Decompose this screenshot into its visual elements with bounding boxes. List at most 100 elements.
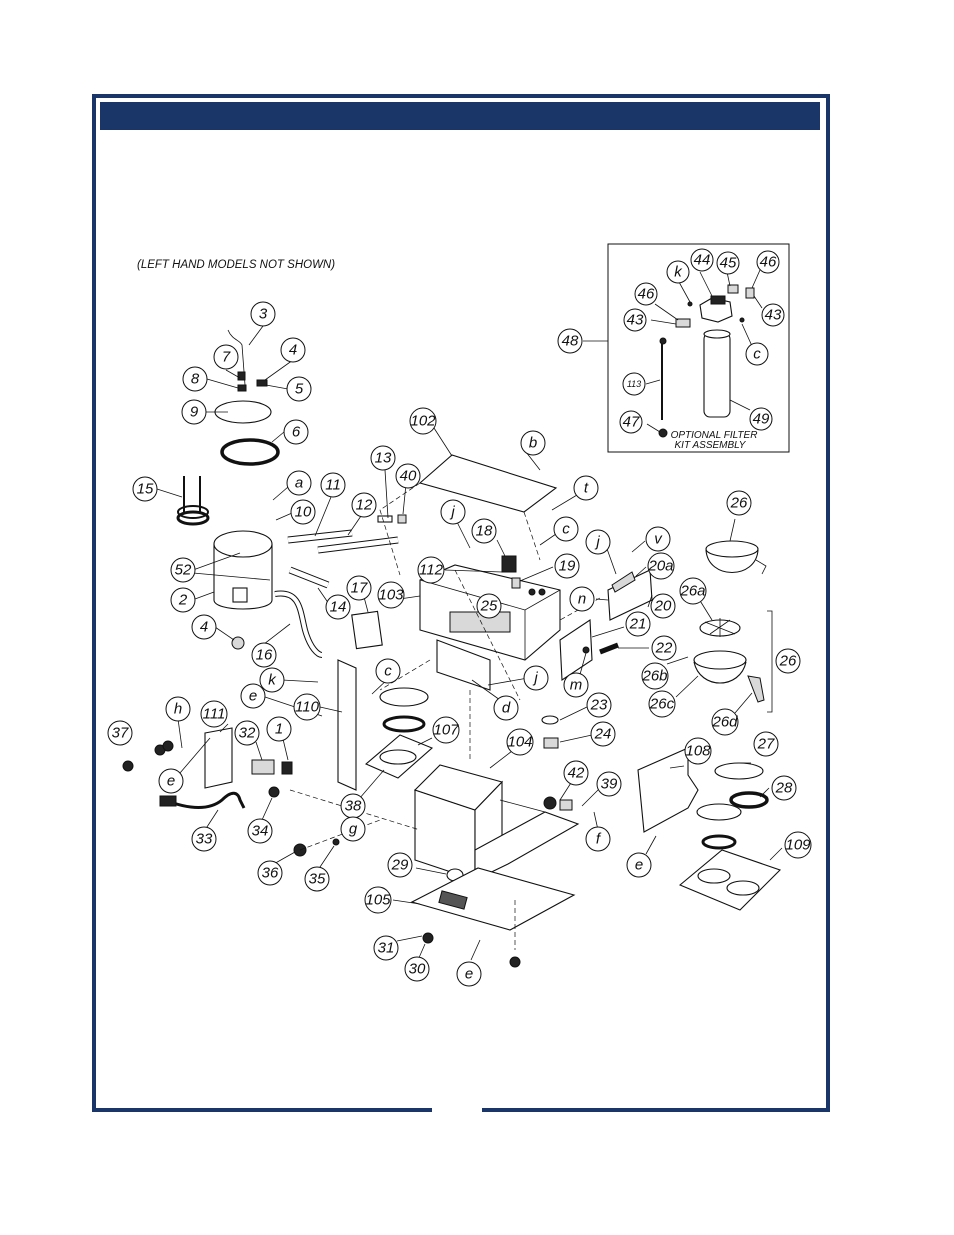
callout-29: 29	[387, 852, 413, 878]
callout-103: 103	[377, 581, 405, 609]
svg-text:4: 4	[289, 342, 297, 359]
svg-text:103: 103	[378, 587, 404, 604]
callout-49: 49	[749, 407, 773, 431]
hot-water-tank	[213, 544, 273, 610]
callout-7: 7	[213, 344, 239, 370]
svg-text:43: 43	[627, 312, 644, 329]
svg-text:111: 111	[203, 706, 226, 723]
svg-text:47: 47	[623, 414, 640, 431]
callout-23: 23	[586, 692, 612, 718]
svg-text:m: m	[570, 677, 583, 694]
svg-text:e: e	[167, 773, 175, 790]
callout-17: 17	[346, 575, 372, 601]
svg-text:112: 112	[419, 562, 444, 579]
callout-t: t	[573, 475, 599, 501]
brew-funnel	[705, 540, 759, 558]
svg-text:2: 2	[178, 592, 188, 609]
svg-text:19: 19	[559, 558, 576, 575]
callout-33: 33	[191, 826, 217, 852]
svg-text:17: 17	[351, 580, 368, 597]
callout-v: v	[645, 526, 671, 552]
callout-9: 9	[181, 399, 207, 425]
svg-text:26c: 26c	[649, 696, 675, 713]
svg-text:40: 40	[400, 468, 417, 485]
callout-e3: e	[456, 961, 482, 987]
callout-42: 42	[563, 760, 589, 786]
svg-text:23: 23	[590, 697, 608, 714]
svg-text:9: 9	[190, 404, 199, 421]
callout-108: 108	[684, 737, 712, 765]
callout-c3: c	[745, 342, 769, 366]
header-bar	[100, 102, 820, 130]
callout-20: 20	[650, 593, 676, 619]
svg-text:108: 108	[685, 743, 711, 760]
svg-text:20a: 20a	[647, 558, 673, 575]
callout-5: 5	[286, 376, 312, 402]
callout-47: 47	[619, 410, 643, 434]
svg-text:48: 48	[562, 333, 579, 350]
callout-16: 16	[251, 642, 277, 668]
callout-13: 13	[370, 445, 396, 471]
callout-30: 30	[404, 956, 430, 982]
svg-text:a: a	[295, 475, 303, 492]
callout-27: 27	[753, 731, 779, 757]
callout-43a: 43	[623, 308, 647, 332]
svg-text:j: j	[449, 504, 455, 521]
warmer-plate	[678, 849, 782, 911]
callout-39: 39	[596, 771, 622, 797]
svg-text:16: 16	[256, 647, 273, 664]
svg-text:c: c	[753, 346, 761, 363]
callout-15: 15	[132, 476, 158, 502]
svg-text:27: 27	[757, 736, 775, 753]
callout-26-side: 26	[775, 648, 801, 674]
svg-text:34: 34	[252, 823, 269, 840]
svg-text:26b: 26b	[641, 668, 667, 685]
svg-text:105: 105	[365, 892, 391, 909]
svg-text:36: 36	[262, 865, 279, 882]
callout-n: n	[569, 586, 595, 612]
svg-text:h: h	[174, 701, 182, 718]
leader-lines	[156, 269, 783, 961]
callout-31: 31	[373, 935, 399, 961]
svg-text:14: 14	[330, 599, 347, 616]
callout-102: 102	[409, 407, 437, 435]
callout-104: 104	[506, 728, 534, 756]
svg-text:28: 28	[775, 780, 793, 797]
callout-32: 32	[234, 720, 260, 746]
svg-text:26d: 26d	[711, 714, 738, 731]
side-panel	[337, 659, 357, 791]
callout-b: b	[520, 430, 546, 456]
tank-gasket	[220, 438, 280, 466]
callout-44: 44	[690, 248, 714, 272]
svg-text:30: 30	[409, 961, 426, 978]
svg-text:22: 22	[655, 640, 673, 657]
svg-text:42: 42	[568, 765, 585, 782]
svg-text:45: 45	[720, 255, 737, 272]
filter-cartridge	[703, 332, 731, 418]
callout-6: 6	[283, 419, 309, 445]
svg-text:c: c	[384, 663, 392, 680]
callout-bubbles: 3 7 4 8 5 9 6 15 a 10 11 52 2 4 16 14 12…	[107, 248, 812, 987]
svg-text:t: t	[584, 480, 589, 497]
svg-text:31: 31	[378, 940, 395, 957]
callout-46a: 46	[756, 250, 780, 274]
callout-k2: k	[666, 260, 690, 284]
svg-text:26: 26	[779, 653, 797, 670]
svg-text:12: 12	[356, 497, 373, 514]
svg-text:49: 49	[753, 411, 770, 428]
svg-text:20: 20	[654, 598, 672, 615]
svg-text:3: 3	[259, 306, 268, 323]
callout-40: 40	[395, 463, 421, 489]
top-cover	[418, 454, 558, 513]
callout-19: 19	[554, 553, 580, 579]
callout-26d: 26d	[711, 708, 739, 736]
callout-g: g	[340, 816, 366, 842]
callout-36: 36	[257, 860, 283, 886]
callout-34: 34	[247, 818, 273, 844]
callout-112: 112	[417, 556, 445, 584]
callout-c: c	[553, 516, 579, 542]
svg-text:37: 37	[112, 725, 129, 742]
svg-text:n: n	[578, 591, 586, 608]
callout-26a: 26a	[679, 577, 707, 605]
svg-text:24: 24	[594, 726, 612, 743]
